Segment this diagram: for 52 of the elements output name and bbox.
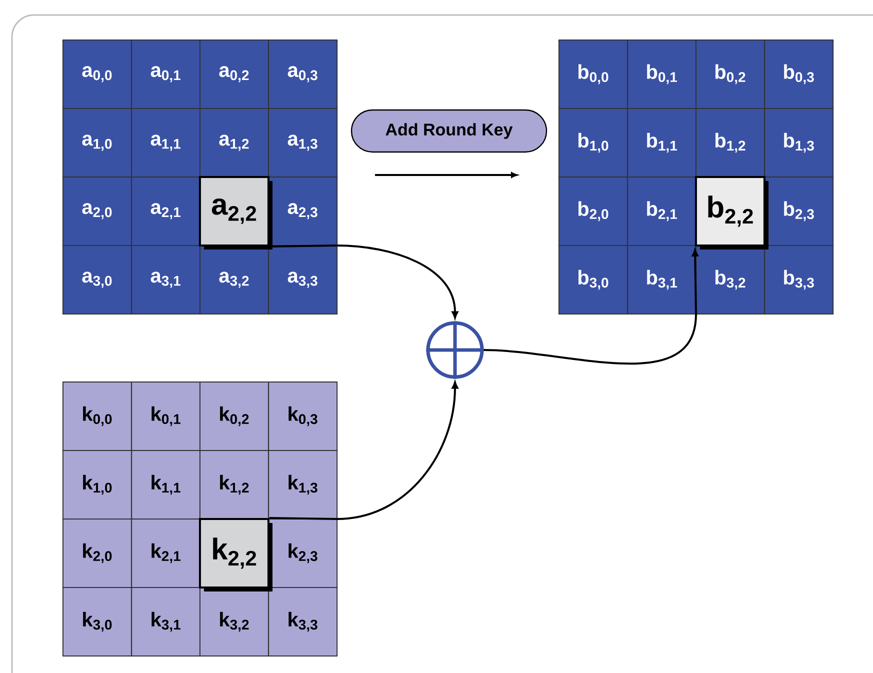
matrix-cell: a$_{3,2}$	[199, 245, 269, 315]
arrow	[484, 249, 698, 365]
matrix-cell: a$_{3,3}$	[268, 245, 338, 315]
matrix-cell: b$_{3,2}$	[695, 245, 765, 315]
matrix-cell: b$_{2,1}$	[627, 176, 697, 246]
matrix-cell: b$_{3,0}$	[558, 245, 628, 315]
matrix-cell: b$_{0,1}$	[627, 39, 697, 109]
matrix-cell: a$_{1,3}$	[268, 108, 338, 178]
matrix-cell: k$_{0,2}$	[199, 381, 269, 451]
operation-label: Add Round Key	[350, 109, 548, 153]
matrix-cell: k$_{3,0}$	[62, 587, 132, 657]
matrix-cell: k$_{1,2}$	[199, 450, 269, 520]
matrix-cell: k$_{0,0}$	[62, 381, 132, 451]
matrix-cell: k$_{1,0}$	[62, 450, 132, 520]
highlighted-cell: k$_{2,2}$	[198, 518, 272, 592]
matrix-cell: k$_{0,3}$	[268, 381, 338, 451]
matrix-cell: k$_{3,1}$	[131, 587, 201, 657]
matrix-cell: k$_{2,1}$	[131, 518, 201, 588]
matrix-cell: b$_{3,1}$	[627, 245, 697, 315]
matrix-cell: a$_{3,1}$	[131, 245, 201, 315]
matrix-cell: k$_{2,3}$	[268, 518, 338, 588]
matrix-cell: a$_{2,3}$	[268, 176, 338, 246]
matrix-cell: a$_{3,0}$	[62, 245, 132, 315]
matrix-cell: a$_{0,2}$	[199, 39, 269, 109]
matrix-cell: a$_{2,0}$	[62, 176, 132, 246]
matrix-cell: k$_{1,1}$	[131, 450, 201, 520]
matrix-cell: k$_{1,3}$	[268, 450, 338, 520]
matrix-cell: k$_{3,2}$	[199, 587, 269, 657]
matrix-cell: b$_{1,1}$	[627, 108, 697, 178]
arrow	[269, 382, 458, 520]
matrix-cell: a$_{0,1}$	[131, 39, 201, 109]
matrix-cell: b$_{2,0}$	[558, 176, 628, 246]
matrix-cell: k$_{3,3}$	[268, 587, 338, 657]
matrix-cell: a$_{1,1}$	[131, 108, 201, 178]
matrix-cell: a$_{0,0}$	[62, 39, 132, 109]
matrix-cell: a$_{2,1}$	[131, 176, 201, 246]
matrix-cell: b$_{2,3}$	[764, 176, 834, 246]
matrix-cell: k$_{2,0}$	[62, 518, 132, 588]
matrix-cell: b$_{0,0}$	[558, 39, 628, 109]
matrix-cell: b$_{3,3}$	[764, 245, 834, 315]
matrix-cell: b$_{0,2}$	[695, 39, 765, 109]
xor-symbol	[424, 320, 486, 380]
matrix-cell: b$_{1,0}$	[558, 108, 628, 178]
matrix-cell: b$_{1,2}$	[695, 108, 765, 178]
matrix-cell: a$_{0,3}$	[268, 39, 338, 109]
highlighted-cell: a$_{2,2}$	[198, 176, 272, 250]
matrix-cell: a$_{1,0}$	[62, 108, 132, 178]
highlighted-cell: b$_{2,2}$	[694, 176, 768, 250]
matrix-cell: b$_{1,3}$	[764, 108, 834, 178]
matrix-cell: b$_{0,3}$	[764, 39, 834, 109]
matrix-cell: a$_{1,2}$	[199, 108, 269, 178]
matrix-cell: k$_{0,1}$	[131, 381, 201, 451]
